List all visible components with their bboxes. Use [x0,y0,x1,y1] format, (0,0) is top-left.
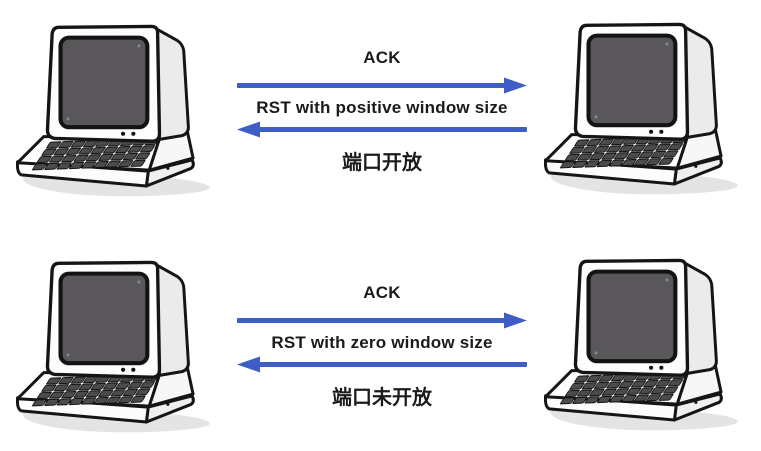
forward-message-label: ACK [363,48,401,67]
computer-target-closed [540,250,750,437]
computer-scanner-open [12,16,222,203]
result-label: 端口未开放 [332,387,432,409]
arrow-left-icon [237,121,527,138]
exchange-port-open: ACK RST with positive window size 端口开放 [236,47,528,176]
exchange-port-closed: ACK RST with zero window size 端口未开放 [236,282,528,411]
computer-icon [540,250,750,437]
arrow-right-icon [237,77,527,94]
arrow-left-icon [237,356,527,373]
result-label: 端口开放 [342,152,422,174]
computer-icon [540,14,750,201]
reverse-message-label: RST with positive window size [256,98,508,117]
computer-icon [12,16,222,203]
computer-icon [12,252,222,439]
reverse-message-label: RST with zero window size [271,333,493,352]
computer-target-open [540,14,750,201]
computer-scanner-closed [12,252,222,439]
arrow-right-icon [237,312,527,329]
forward-message-label: ACK [363,283,401,302]
